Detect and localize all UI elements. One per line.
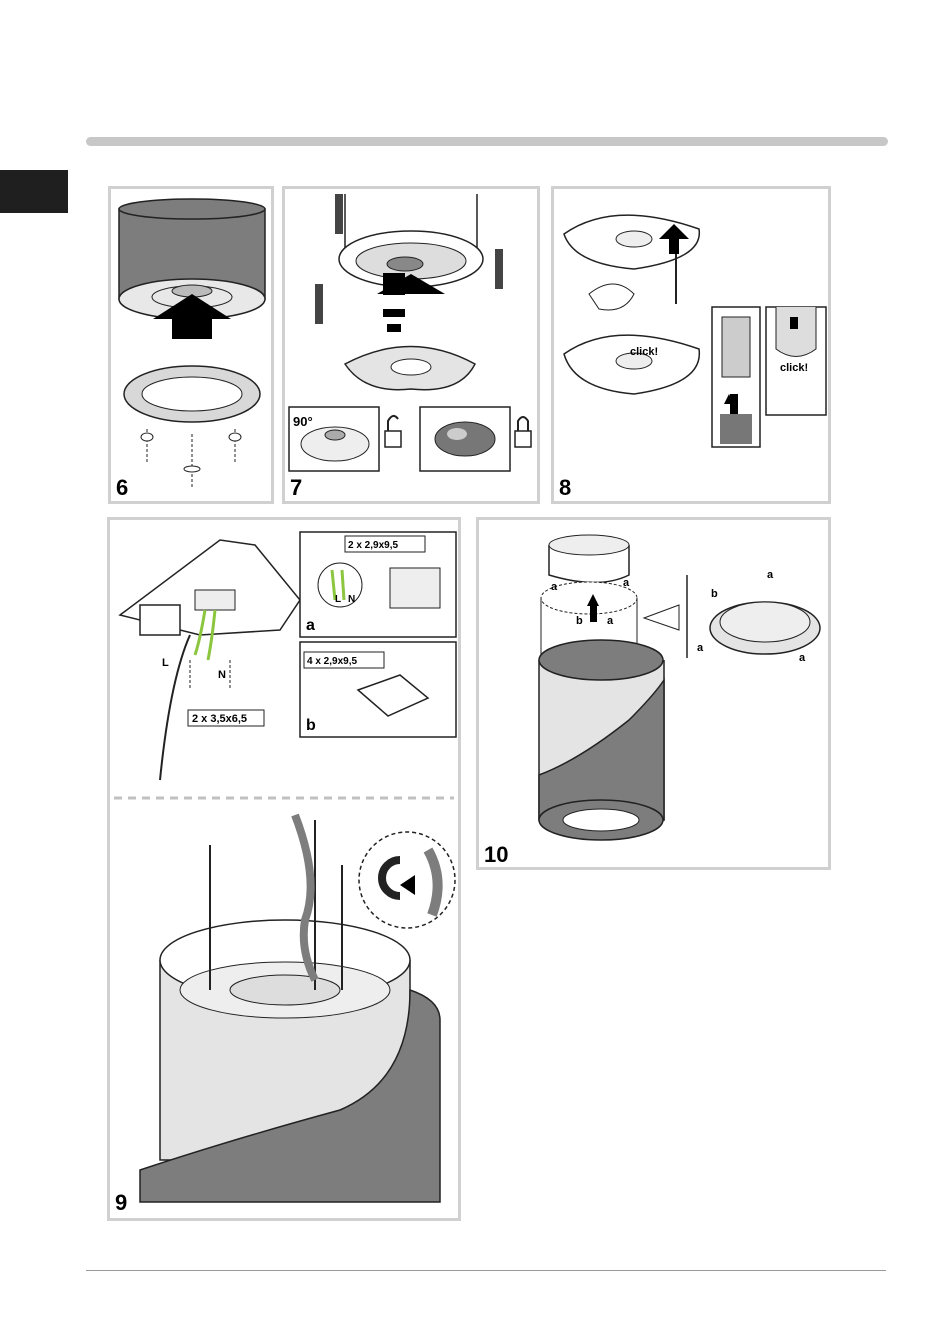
step-10-illustration: a a b a b a a a bbox=[479, 520, 828, 867]
detail-label-a-1: a bbox=[767, 569, 774, 581]
figure-step-7: 90° 7 bbox=[282, 186, 540, 504]
step-6-illustration bbox=[111, 189, 271, 501]
detail-label-b: b bbox=[711, 588, 718, 600]
step-7-illustration: 90° bbox=[285, 189, 537, 501]
figure-step-6: 6 bbox=[108, 186, 274, 504]
step-number-8: 8 bbox=[559, 477, 571, 499]
rotation-angle-label: 90° bbox=[293, 414, 313, 429]
ring-label-a-2: a bbox=[623, 577, 630, 589]
step-number-7: 7 bbox=[290, 477, 302, 499]
step-9-illustration: L N 2 x 3,5x6,5 2 x 2,9x9,5 L N a 4 x 2,… bbox=[110, 520, 458, 1218]
figure-step-10: a a b a b a a a 10 bbox=[476, 517, 831, 870]
footer-divider-line bbox=[86, 1270, 886, 1271]
figure-step-9: L N 2 x 3,5x6,5 2 x 2,9x9,5 L N a 4 x 2,… bbox=[107, 517, 461, 1221]
ring-label-b: b bbox=[576, 615, 583, 627]
inset-a-label: a bbox=[306, 617, 315, 634]
screw-spec-a: 2 x 2,9x9,5 bbox=[348, 540, 398, 551]
detail-label-a-2: a bbox=[697, 642, 704, 654]
step-number-9: 9 bbox=[115, 1192, 127, 1214]
ring-label-a-3: a bbox=[607, 615, 614, 627]
figure-step-8: click! click! 8 bbox=[551, 186, 831, 504]
step-number-10: 10 bbox=[484, 844, 508, 866]
inset-b-label: b bbox=[306, 717, 316, 734]
language-tab bbox=[0, 170, 68, 213]
screw-spec-b: 4 x 2,9x9,5 bbox=[307, 656, 357, 667]
click-label-1: click! bbox=[630, 346, 658, 358]
screw-spec-main: 2 x 3,5x6,5 bbox=[192, 713, 247, 725]
terminal-neutral-label: N bbox=[218, 669, 226, 681]
step-number-6: 6 bbox=[116, 477, 128, 499]
ring-label-a-1: a bbox=[551, 581, 558, 593]
terminal-neutral-label-a: N bbox=[348, 594, 355, 605]
header-divider-bar bbox=[86, 137, 888, 146]
terminal-live-label: L bbox=[162, 657, 169, 669]
click-label-2: click! bbox=[780, 362, 808, 374]
step-8-illustration: click! click! bbox=[554, 189, 828, 501]
terminal-live-label-a: L bbox=[335, 594, 341, 605]
detail-label-a-3: a bbox=[799, 652, 806, 664]
